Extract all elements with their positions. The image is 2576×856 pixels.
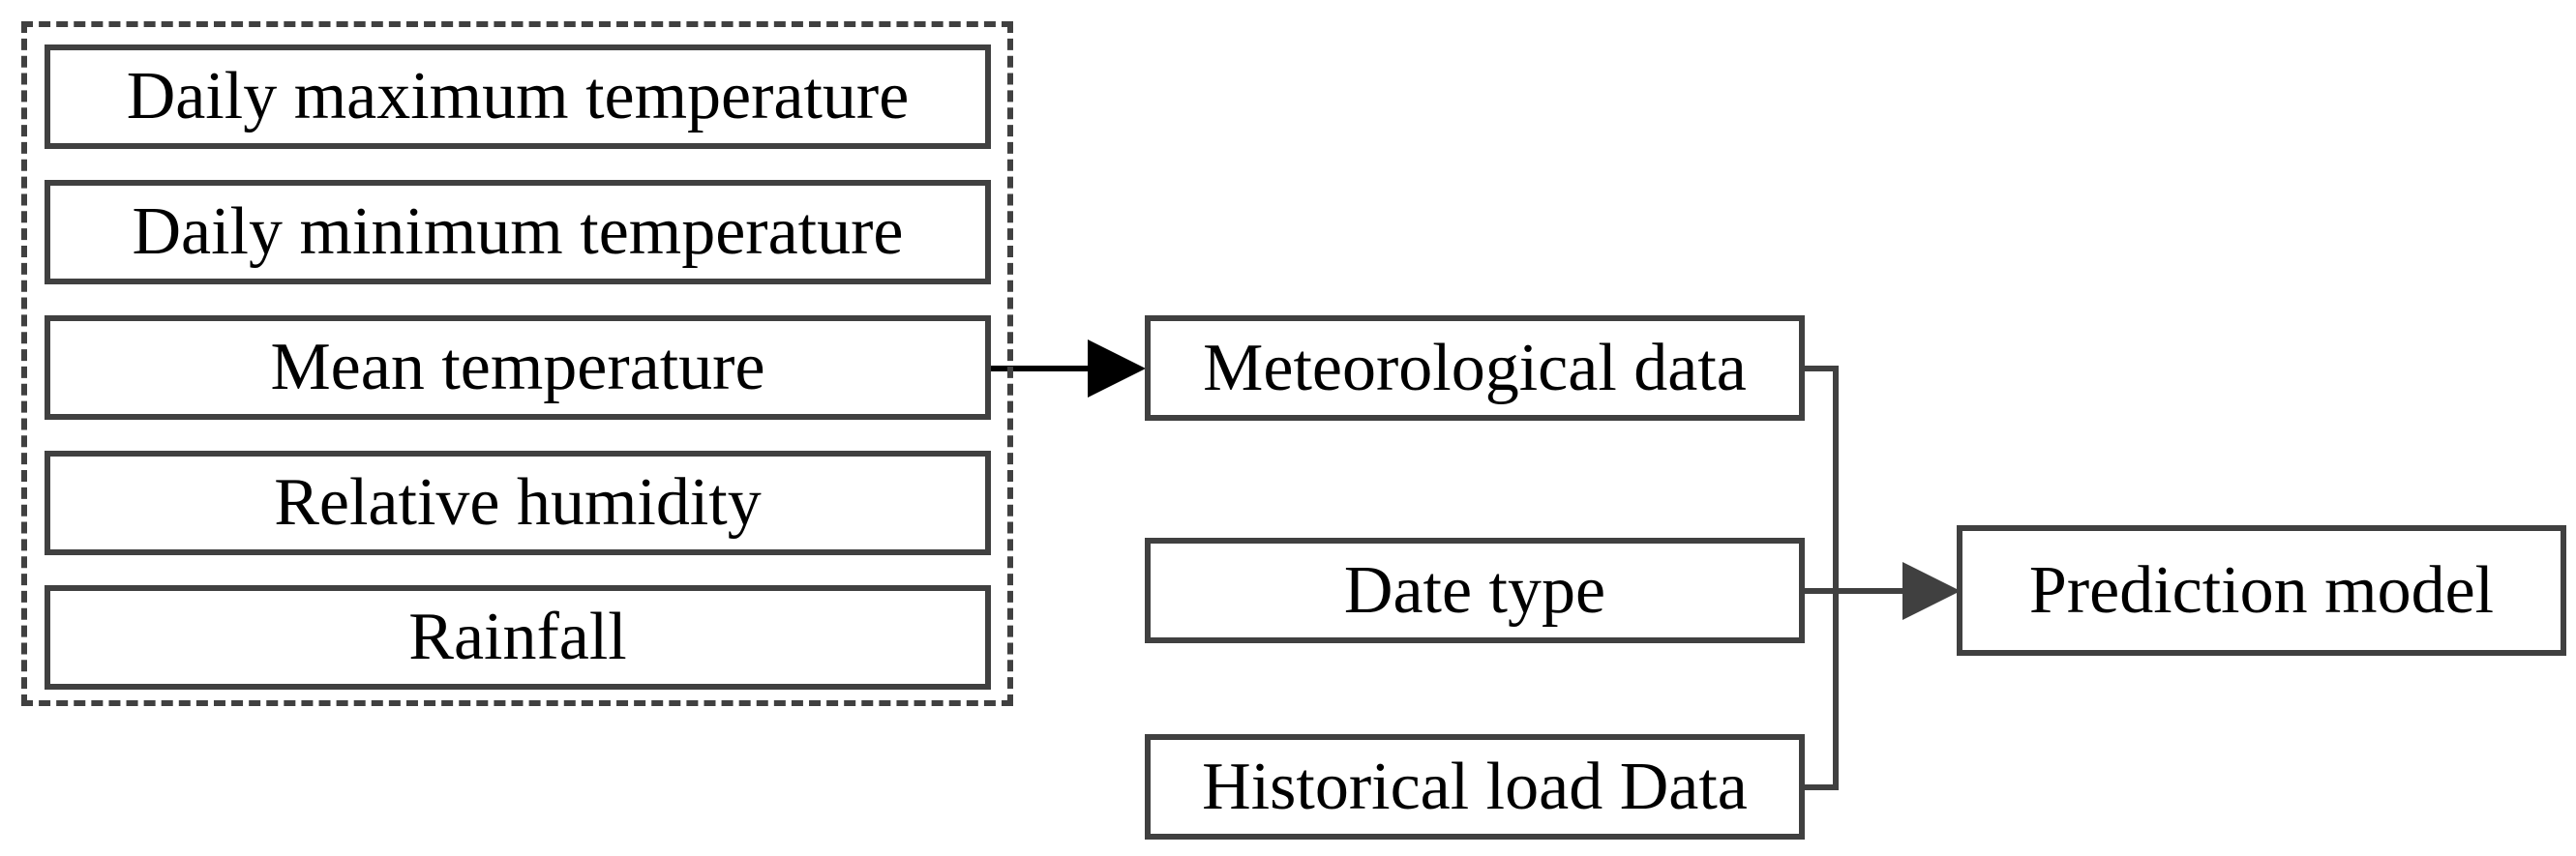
input-historical-load-data: Historical load Data (1145, 734, 1805, 840)
bracket-meteorological (1803, 366, 1839, 591)
input-meteorological-data: Meteorological data (1145, 315, 1805, 421)
prediction-model: Prediction model (1957, 525, 2566, 656)
bracket-historical-load (1803, 591, 1839, 790)
input-label: Date type (1343, 552, 1606, 628)
factor-label: Daily minimum temperature (132, 194, 904, 269)
factor-mean-temperature: Mean temperature (45, 315, 991, 420)
factor-daily-min-temperature: Daily minimum temperature (45, 180, 991, 284)
output-label: Prediction model (2028, 552, 2495, 628)
input-label: Historical load Data (1202, 749, 1748, 824)
input-date-type: Date type (1145, 538, 1805, 643)
factor-daily-max-temperature: Daily maximum temperature (45, 44, 991, 149)
factor-label: Mean temperature (270, 330, 765, 404)
input-label: Meteorological data (1203, 330, 1747, 405)
factor-label: Relative humidity (274, 465, 762, 540)
factor-label: Daily maximum temperature (126, 59, 910, 133)
meteorological-factors-group (21, 21, 1013, 706)
factor-label: Rainfall (408, 600, 627, 674)
factor-relative-humidity: Relative humidity (45, 451, 991, 555)
factor-rainfall: Rainfall (45, 585, 991, 690)
